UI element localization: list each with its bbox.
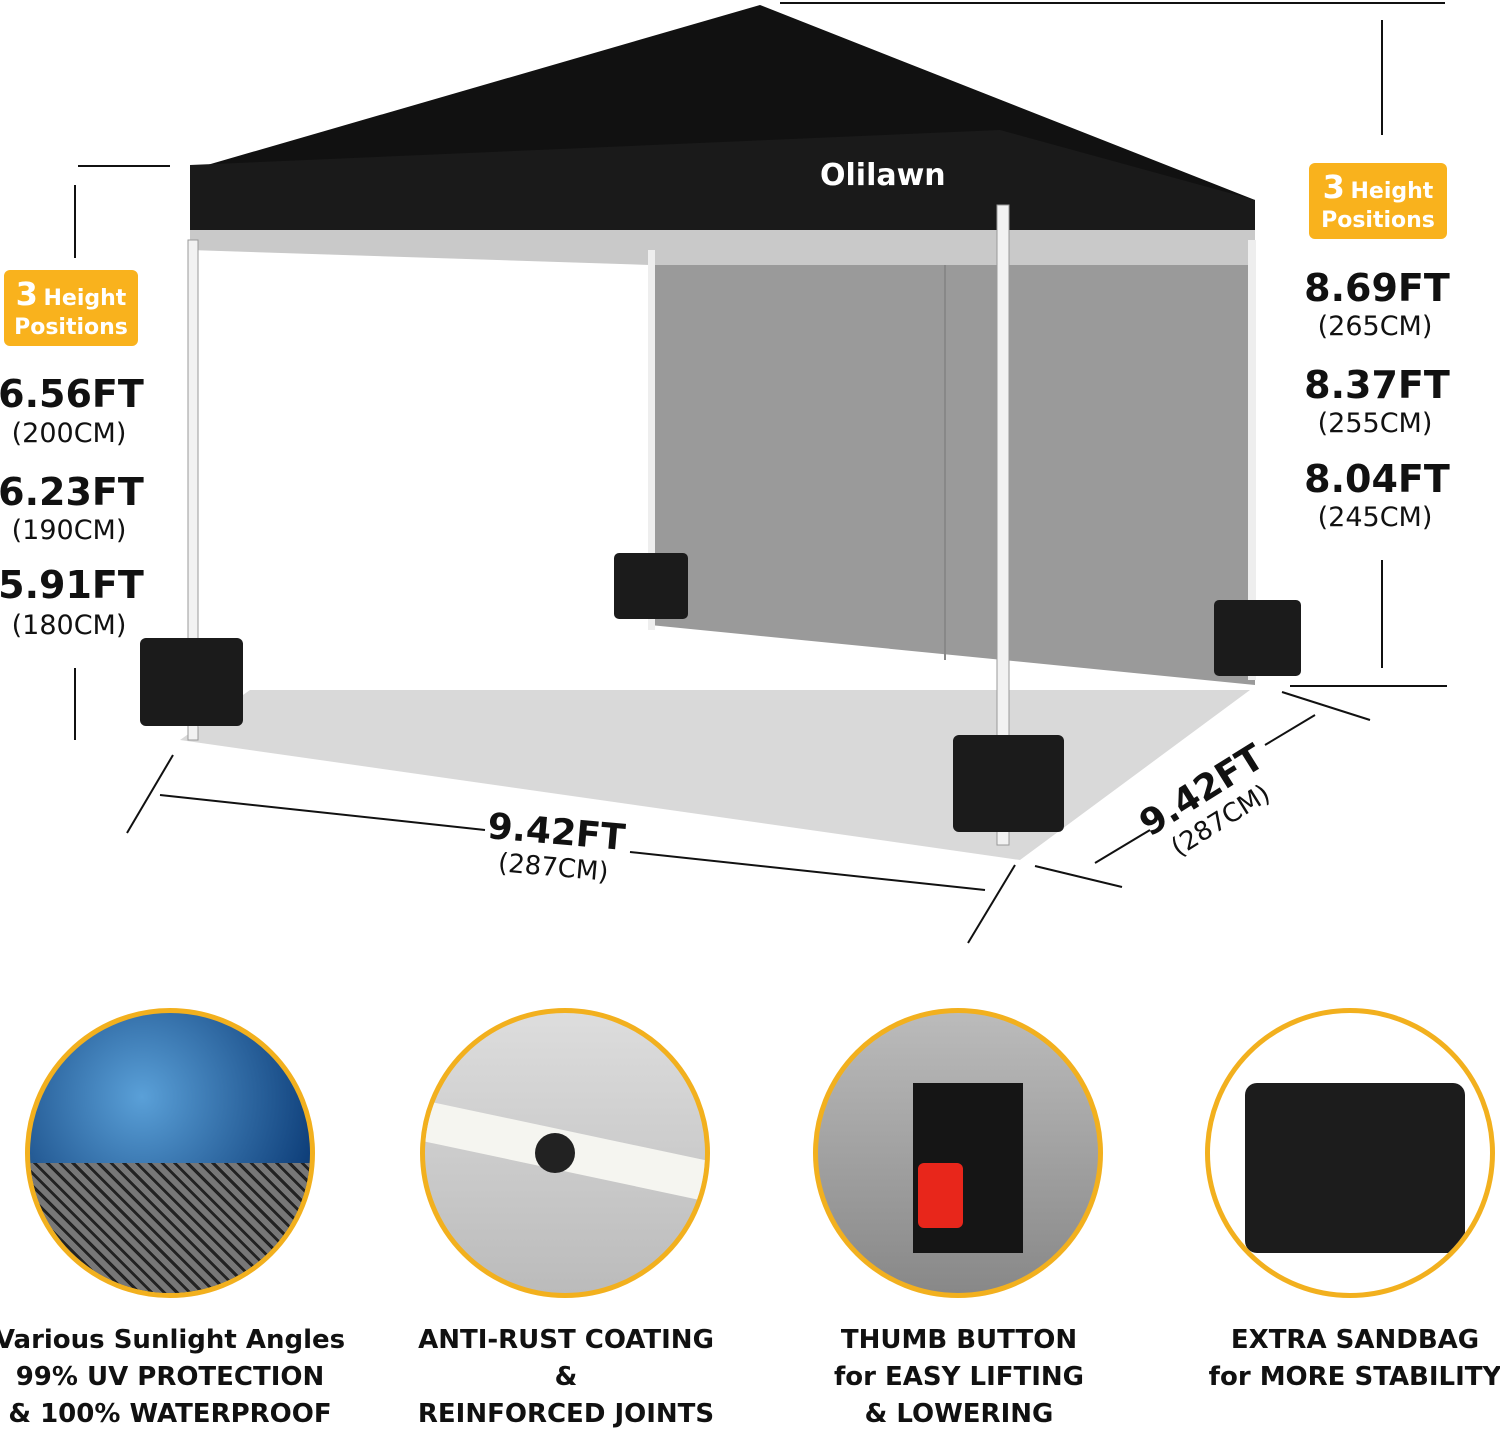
caption-line: ANTI-RUST COATING [418, 1325, 714, 1355]
feature-caption: THUMB BUTTON for EASY LIFTING & LOWERING [769, 1322, 1149, 1429]
right-height-ft: 8.69FT [1304, 266, 1450, 310]
left-height-cm: (190CM) [11, 515, 127, 546]
left-height-badge: 3 Height Positions [4, 270, 138, 346]
right-height-cm: (265CM) [1317, 311, 1433, 342]
left-height-cm: (200CM) [11, 418, 127, 449]
right-height-ft: 8.37FT [1304, 363, 1450, 407]
caption-line: EXTRA SANDBAG [1230, 1325, 1480, 1355]
uv-protection-image [25, 1008, 315, 1298]
joint-bolt [535, 1133, 575, 1173]
badge-text: Height [1350, 179, 1434, 204]
fabric-mesh [30, 1163, 310, 1293]
floor-shadow [180, 690, 1250, 860]
badge-number: 3 [1322, 168, 1345, 206]
right-height-cm: (245CM) [1317, 502, 1433, 533]
leg [996, 204, 1010, 846]
brand-logo: Olilawn [820, 158, 946, 193]
thumb-button [918, 1163, 963, 1228]
left-height-ft: 6.56FT [0, 372, 144, 416]
dimension-lines [74, 2, 1447, 944]
badge-text: Height [43, 286, 127, 311]
leg [648, 250, 655, 630]
leg [1248, 240, 1256, 680]
sandbag [1245, 1083, 1465, 1253]
sandbag [614, 553, 688, 619]
anti-rust-joint-image [420, 1008, 710, 1298]
badge-number: 3 [15, 275, 38, 313]
right-height-ft: 8.04FT [1304, 457, 1450, 501]
sandbag-image [1205, 1008, 1495, 1298]
canopy-illustration [74, 2, 1447, 944]
caption-line: Various Sunlight Angles [0, 1325, 346, 1355]
caption-line: & 100% WATERPROOF [8, 1399, 332, 1429]
feature-caption: ANTI-RUST COATING & REINFORCED JOINTS [376, 1322, 756, 1429]
width-dimension: 9.42FT (287CM) [477, 806, 633, 890]
caption-line: 99% UV PROTECTION [15, 1362, 325, 1392]
side-wall [650, 240, 1255, 685]
caption-line: & LOWERING [864, 1399, 1054, 1429]
feature-caption: Various Sunlight Angles 99% UV PROTECTIO… [0, 1322, 360, 1429]
badge-text: Positions [1321, 208, 1435, 233]
left-height-ft: 6.23FT [0, 470, 144, 514]
caption-line: REINFORCED JOINTS [417, 1399, 715, 1429]
caption-line: for EASY LIFTING [833, 1362, 1085, 1392]
thumb-button-image [813, 1008, 1103, 1298]
badge-text: Positions [14, 315, 128, 340]
right-height-cm: (255CM) [1317, 408, 1433, 439]
sandbag [1214, 600, 1301, 676]
sandbag [953, 735, 1064, 832]
sandbag [140, 638, 243, 726]
caption-line: THUMB BUTTON [840, 1325, 1078, 1355]
caption-line: for MORE STABILITY [1208, 1362, 1500, 1392]
leg [187, 239, 199, 741]
left-height-cm: (180CM) [11, 610, 127, 641]
caption-line: & [554, 1362, 578, 1392]
feature-caption: EXTRA SANDBAG for MORE STABILITY [1165, 1322, 1500, 1396]
right-height-badge: 3 Height Positions [1309, 163, 1447, 239]
left-height-ft: 5.91FT [0, 563, 144, 607]
